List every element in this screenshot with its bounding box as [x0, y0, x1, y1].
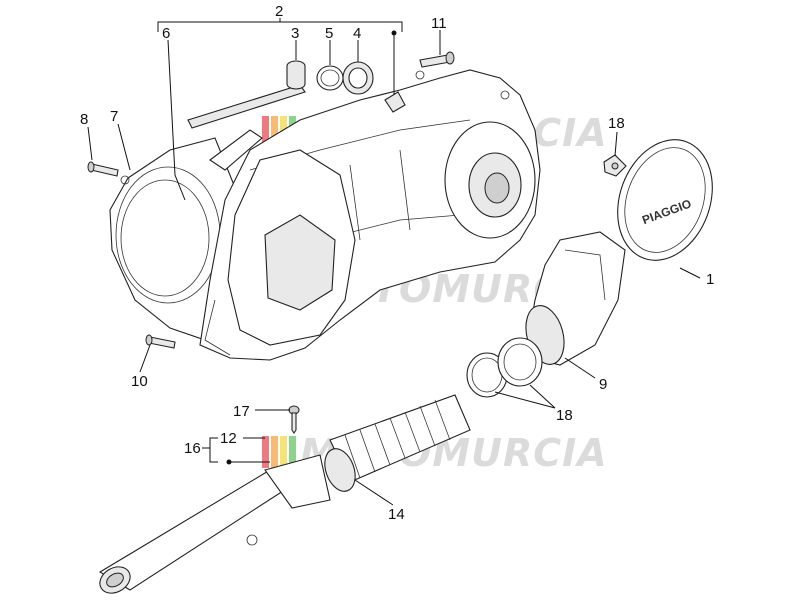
callout-6: 6 — [162, 25, 170, 42]
callout-2: 2 — [275, 3, 283, 20]
o-ring-part-5 — [316, 65, 344, 91]
bellows-part-14 — [324, 394, 471, 492]
callout-3: 3 — [291, 25, 299, 42]
hose-clamp-part-17b — [497, 337, 543, 387]
callout-12: 12 — [220, 430, 237, 447]
logo-cover-part-1: PIAGGIO — [617, 139, 713, 261]
screw-part-16 — [288, 405, 300, 434]
callout-15: 16 — [184, 440, 201, 457]
callout-7: 7 — [110, 108, 118, 125]
leader-lines — [87, 18, 701, 506]
screw-part-8 — [87, 161, 119, 177]
bushing-part-3 — [286, 60, 306, 90]
callout-11: 11 — [431, 15, 447, 32]
callout-5: 5 — [325, 25, 333, 42]
bracket-strip — [187, 84, 306, 171]
intake-tube-part-12 — [98, 454, 331, 594]
callout-labels: 2 6 3 5 4 11 8 7 18 1 10 9 18 17 12 16 1… — [80, 3, 714, 523]
callout-17: 18 — [556, 407, 573, 424]
callout-16: 17 — [233, 403, 250, 420]
fastener-part-18 — [603, 154, 627, 177]
callout-18: 18 — [608, 115, 625, 132]
gasket-plate — [109, 137, 241, 341]
callout-9: 9 — [599, 376, 607, 393]
screw-part-11 — [419, 51, 455, 68]
callout-1: 1 — [706, 271, 714, 288]
callout-14: 14 — [388, 506, 405, 523]
bearing-part-4 — [342, 61, 374, 95]
screw-part-10 — [145, 334, 176, 349]
callout-8: 8 — [80, 111, 88, 128]
crankcase-cover — [199, 69, 541, 361]
callout-4: 4 — [353, 25, 361, 42]
callout-10: 10 — [131, 373, 148, 390]
